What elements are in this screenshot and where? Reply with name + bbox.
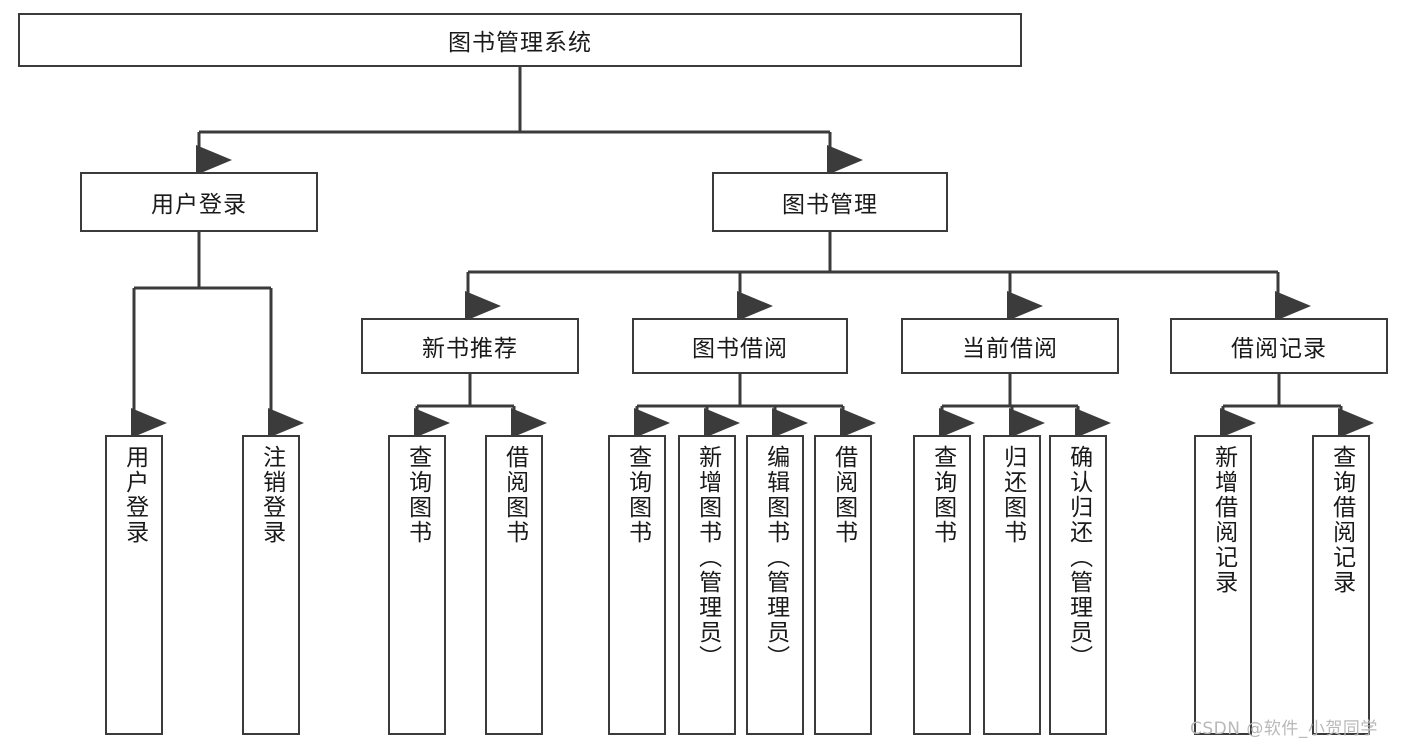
node-new-book-recommend[interactable]: 新书推荐 [361, 318, 579, 374]
node-leaf-user-logout[interactable]: 注销登录 [242, 435, 300, 735]
leaf-label: 归还图书 [999, 445, 1026, 545]
node-leaf-user-login[interactable]: 用户登录 [105, 435, 163, 735]
leaf-label: 编辑图书（管理员） [762, 445, 789, 670]
node-leaf-query-book-1[interactable]: 查询图书 [388, 435, 446, 735]
leaf-label: 新增借阅记录 [1210, 445, 1237, 595]
node-leaf-edit-book[interactable]: 编辑图书（管理员） [746, 435, 804, 735]
leaf-label: 查询图书 [624, 445, 651, 545]
node-current-borrow[interactable]: 当前借阅 [901, 318, 1119, 374]
node-book-borrow[interactable]: 图书借阅 [632, 318, 848, 374]
node-root-system[interactable]: 图书管理系统 [18, 13, 1022, 67]
node-leaf-query-book-3[interactable]: 查询图书 [913, 435, 971, 735]
csdn-watermark: CSDN @软件_小贺同学 [1190, 719, 1378, 739]
node-leaf-query-book-2[interactable]: 查询图书 [608, 435, 666, 735]
node-book-manage[interactable]: 图书管理 [712, 172, 948, 232]
node-leaf-confirm-return[interactable]: 确认归还（管理员） [1049, 435, 1107, 735]
node-leaf-return-book[interactable]: 归还图书 [983, 435, 1041, 735]
leaf-label: 借阅图书 [501, 445, 528, 545]
leaf-label: 用户登录 [121, 445, 148, 545]
leaf-label: 查询图书 [929, 445, 956, 545]
node-user-login[interactable]: 用户登录 [80, 172, 318, 232]
leaf-label: 确认归还（管理员） [1065, 445, 1092, 670]
node-leaf-borrow-book-2[interactable]: 借阅图书 [814, 435, 872, 735]
leaf-label: 新增图书（管理员） [694, 445, 721, 670]
leaf-label: 注销登录 [258, 445, 285, 545]
node-leaf-add-borrow-record[interactable]: 新增借阅记录 [1194, 435, 1252, 735]
node-leaf-query-borrow-record[interactable]: 查询借阅记录 [1312, 435, 1370, 735]
node-borrow-record[interactable]: 借阅记录 [1170, 318, 1388, 374]
node-leaf-add-book[interactable]: 新增图书（管理员） [678, 435, 736, 735]
leaf-label: 查询图书 [404, 445, 431, 545]
leaf-label: 查询借阅记录 [1328, 445, 1355, 595]
node-leaf-borrow-book-1[interactable]: 借阅图书 [485, 435, 543, 735]
leaf-label: 借阅图书 [830, 445, 857, 545]
